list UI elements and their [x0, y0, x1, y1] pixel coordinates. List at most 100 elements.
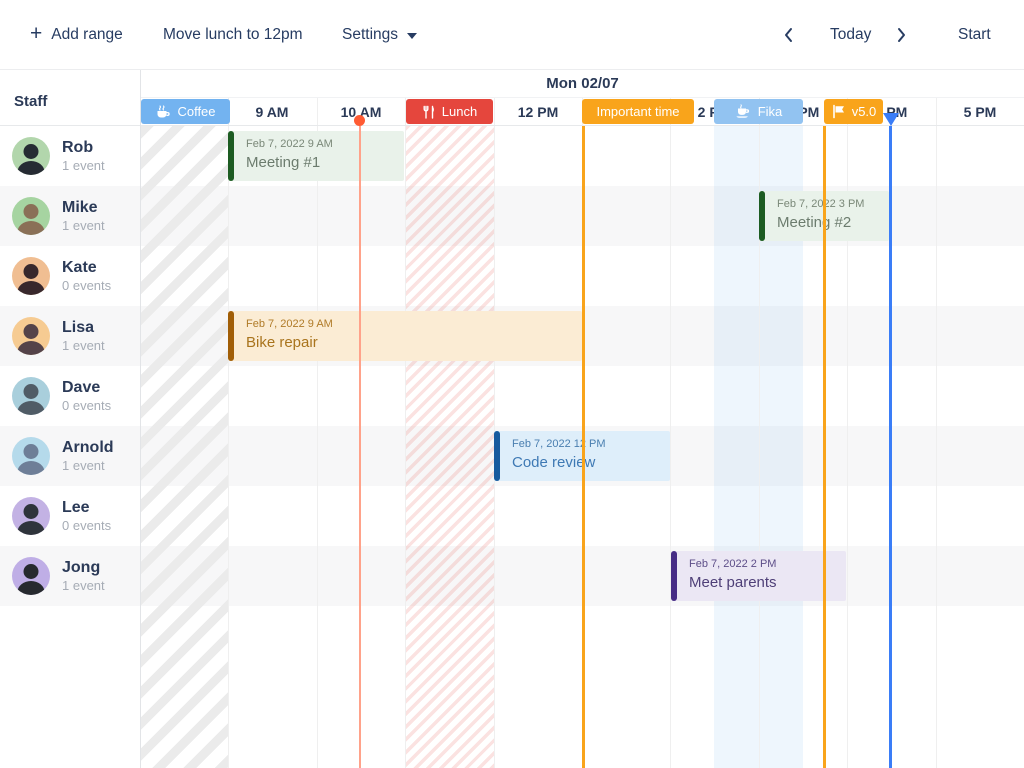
today-label: Today [830, 25, 872, 43]
move-lunch-label: Move lunch to 12pm [163, 25, 303, 43]
v5-release-tag[interactable]: v5.0 [824, 99, 883, 124]
tick-10am: 10 AM [340, 104, 382, 120]
v5-release-line [823, 125, 826, 768]
staff-row-arnold[interactable]: Arnold 1 event [0, 426, 140, 486]
start-button[interactable]: Start [958, 0, 991, 69]
staff-row-rob[interactable]: Rob 1 event [0, 126, 140, 186]
avatar [12, 437, 50, 475]
event-name: Meeting #2 [777, 214, 852, 231]
staff-row-dave[interactable]: Dave 0 events [0, 366, 140, 426]
event-start-date: Feb 7, 2022 9 AM [246, 138, 333, 150]
coffee-icon [157, 104, 171, 117]
start-label: Start [958, 25, 991, 43]
avatar [12, 377, 50, 415]
settings-label: Settings [342, 25, 399, 43]
staff-row-mike[interactable]: Mike 1 event [0, 186, 140, 246]
staff-event-count: 0 events [62, 517, 112, 533]
move-lunch-button[interactable]: Move lunch to 12pm [163, 0, 303, 69]
event-start-date: Feb 7, 2022 12 PM [512, 438, 606, 450]
lunch-time-range-zone [406, 126, 494, 768]
plus-icon: + [30, 22, 43, 45]
staff-event-count: 1 event [62, 577, 105, 593]
tick-9am: 9 AM [255, 104, 289, 120]
gridline [936, 98, 937, 768]
staff-name: Kate [62, 258, 97, 276]
table-row: Kate 0 events [0, 246, 1024, 306]
next-day-button[interactable] [897, 0, 907, 69]
staff-event-count: 1 event [62, 457, 105, 473]
event-bike-repair[interactable]: Feb 7, 2022 9 AM Bike repair [228, 311, 582, 361]
avatar [12, 137, 50, 175]
avatar [12, 197, 50, 235]
avatar [12, 257, 50, 295]
event-name: Code review [512, 454, 596, 471]
gridline [759, 98, 760, 768]
staff-row-kate[interactable]: Kate 0 events [0, 246, 140, 306]
event-meet-parents[interactable]: Feb 7, 2022 2 PM Meet parents [671, 551, 846, 601]
staff-name: Lee [62, 498, 90, 516]
staff-event-count: 0 events [62, 277, 112, 293]
milestone-marker-handle[interactable] [883, 113, 899, 126]
current-time-line [359, 124, 361, 768]
important-time-line [582, 125, 585, 768]
event-start-date: Feb 7, 2022 2 PM [689, 558, 777, 570]
tick-12pm: 12 PM [517, 104, 559, 120]
date-title: Mon 02/07 [546, 75, 619, 92]
staff-row-lisa[interactable]: Lisa 1 event [0, 306, 140, 366]
chevron-left-icon [785, 27, 792, 42]
event-name: Meet parents [689, 574, 777, 591]
settings-menu-button[interactable]: Settings [342, 0, 418, 69]
staff-event-count: 1 event [62, 157, 105, 173]
event-name: Meeting #1 [246, 154, 321, 171]
today-button[interactable]: Today [830, 0, 871, 69]
table-row: Rob 1 event [0, 126, 1024, 186]
lunch-tag-label: Lunch [441, 104, 478, 119]
gridline [847, 98, 848, 768]
avatar [12, 317, 50, 355]
current-time-marker-handle[interactable] [354, 115, 365, 126]
flag-icon [832, 104, 844, 119]
avatar [12, 497, 50, 535]
avatar [12, 557, 50, 595]
gridline [228, 98, 229, 768]
chevron-right-icon [898, 27, 905, 42]
milestone-line [889, 126, 892, 768]
gridline [405, 98, 406, 768]
fika-time-range-tag[interactable]: Fika [714, 99, 803, 124]
lunch-time-range-tag[interactable]: Lunch [406, 99, 493, 124]
v5-tag-label: v5.0 [851, 104, 877, 119]
important-time-range-tag[interactable]: Important time [582, 99, 694, 124]
staff-event-count: 1 event [62, 217, 105, 233]
staff-row-jong[interactable]: Jong 1 event [0, 546, 140, 606]
add-range-label: Add range [51, 25, 123, 43]
coffee-tag-label: Coffee [177, 104, 216, 119]
table-row: Lee 0 events [0, 486, 1024, 546]
staff-column-header: Staff [0, 70, 140, 126]
staff-column-label: Staff [14, 93, 48, 110]
coffee-time-range-tag[interactable]: Coffee [141, 99, 230, 124]
cup-icon [736, 104, 749, 118]
event-meeting-1[interactable]: Feb 7, 2022 9 AM Meeting #1 [228, 131, 404, 181]
tick-5pm: 5 PM [963, 104, 997, 120]
prev-day-button[interactable] [783, 0, 793, 69]
sidebar-divider [140, 70, 141, 768]
gridline [317, 98, 318, 768]
date-header: Mon 02/07 [141, 70, 1024, 98]
staff-row-lee[interactable]: Lee 0 events [0, 486, 140, 546]
important-time-tag-label: Important time [596, 104, 680, 119]
gridline [670, 98, 671, 768]
staff-event-count: 1 event [62, 337, 105, 353]
time-axis: 9 AM 10 AM 12 PM 2 PM 3 PM 4 PM 5 PM Cof… [140, 98, 1024, 126]
staff-name: Dave [62, 378, 101, 396]
coffee-time-range-zone [141, 126, 229, 768]
staff-name: Mike [62, 198, 98, 216]
fika-tag-label: Fika [757, 104, 783, 119]
toolbar: + Add range Move lunch to 12pm Settings … [0, 0, 1024, 70]
staff-name: Rob [62, 138, 94, 156]
utensils-icon [423, 105, 434, 119]
event-name: Bike repair [246, 334, 318, 351]
event-start-date: Feb 7, 2022 3 PM [777, 198, 865, 210]
add-range-button[interactable]: + Add range [30, 0, 123, 69]
staff-name: Jong [62, 558, 101, 576]
